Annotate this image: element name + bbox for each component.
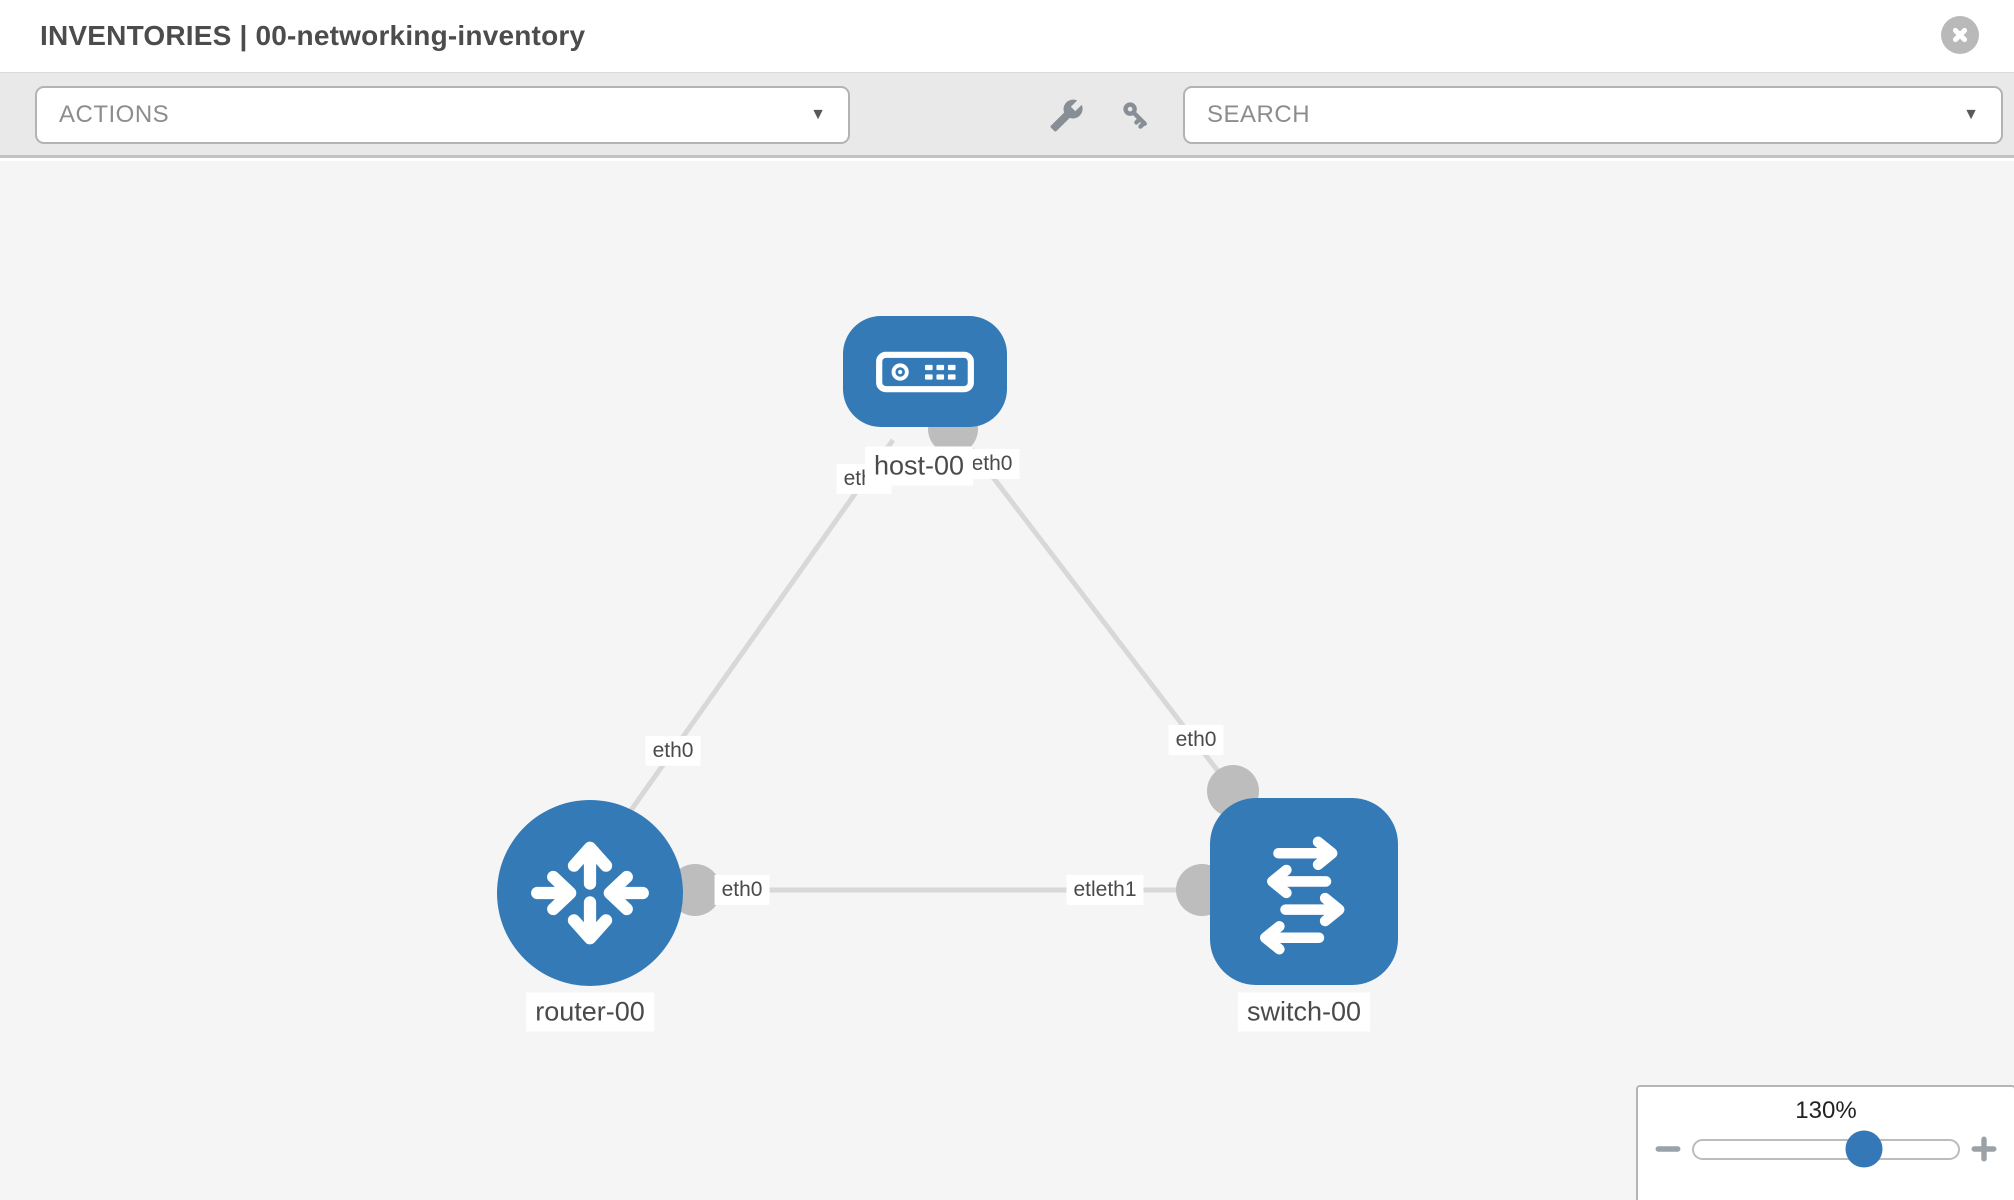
node-label-switch: switch-00 [1237, 992, 1371, 1032]
tools-button[interactable] [1044, 93, 1088, 137]
close-button[interactable] [1941, 16, 1979, 54]
chevron-down-icon: ▼ [810, 106, 826, 123]
page-title: INVENTORIES | 00-networking-inventory [40, 20, 586, 51]
interface-label: etleth1 [1066, 874, 1144, 906]
node-label-router: router-00 [526, 992, 654, 1032]
chevron-down-icon: ▼ [1963, 106, 1979, 123]
node-label-host: host-00 [864, 446, 974, 486]
node-host-00[interactable] [843, 316, 1007, 427]
zoom-level-text: 130% [1795, 1097, 1857, 1124]
switch-icon [1260, 836, 1345, 954]
search-dropdown[interactable]: SEARCH ▼ [1183, 86, 2003, 144]
zoom-in-button[interactable] [1966, 1131, 2002, 1167]
zoom-control-panel: 130% [1636, 1085, 2014, 1200]
interface-label: eth0 [714, 874, 770, 906]
key-button[interactable] [1114, 93, 1158, 137]
actions-dropdown[interactable]: ACTIONS ▼ [35, 86, 850, 144]
key-icon [1122, 101, 1147, 129]
node-switch-00[interactable] [1210, 798, 1398, 985]
node-router-00[interactable] [497, 800, 683, 986]
zoom-slider[interactable] [1692, 1130, 1960, 1168]
host-icon [876, 351, 974, 392]
interface-label: eth0 [1168, 724, 1224, 756]
close-icon [1952, 27, 1968, 43]
links-layer [602, 404, 1259, 916]
zoom-slider-thumb[interactable] [1845, 1130, 1883, 1168]
link-router-host[interactable] [602, 438, 896, 849]
interface-label: eth0 [964, 448, 1020, 480]
toolbar: ACTIONS ▼ SEARCH ▼ [0, 72, 2014, 158]
actions-dropdown-label: ACTIONS [59, 101, 170, 128]
interface-label: eth0 [645, 735, 701, 767]
search-dropdown-label: SEARCH [1207, 101, 1311, 128]
minus-icon [1655, 1146, 1681, 1152]
topology-canvas[interactable] [0, 161, 2014, 1200]
plus-icon [1971, 1136, 1997, 1162]
zoom-out-button[interactable] [1650, 1131, 1686, 1167]
header: INVENTORIES | 00-networking-inventory [0, 0, 2014, 72]
wrench-icon [1049, 99, 1083, 132]
router-icon [531, 841, 649, 945]
